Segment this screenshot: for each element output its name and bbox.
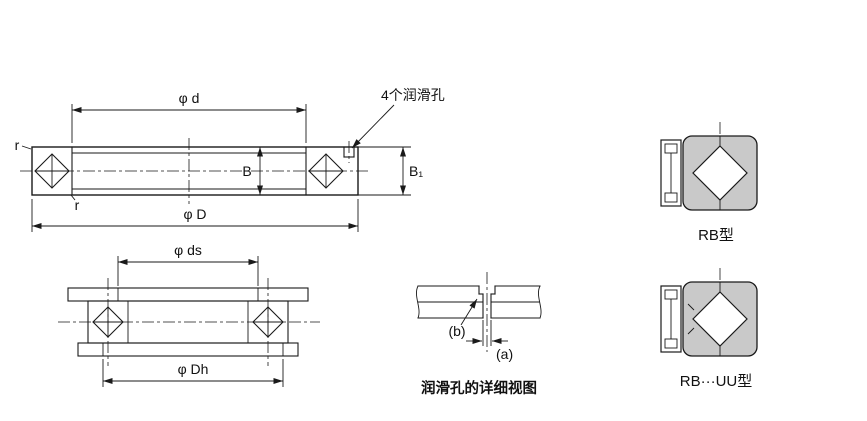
- rb-inner-ring-strip: [660, 139, 682, 207]
- phi-ds-label: φ ds: [174, 242, 202, 258]
- dim-b: (b): [448, 298, 478, 339]
- mount-right-roller: [252, 306, 284, 338]
- rb-type-label: RB型: [698, 227, 734, 244]
- B-label: B: [242, 163, 251, 179]
- fillet-r-bottom: r: [70, 194, 80, 213]
- B1-label: B₁: [409, 163, 423, 179]
- rb-uu-roller: [692, 291, 748, 347]
- lubrication-note: 4个润滑孔: [351, 87, 445, 149]
- main-sectional-view: φ d 4个润滑孔 φ D B B₁ r r: [15, 87, 445, 232]
- phi-d-label: φ d: [179, 90, 200, 106]
- ring-wall-section: [416, 285, 542, 319]
- fillet-r-top: r: [15, 137, 32, 153]
- detail-b-label: (b): [448, 323, 465, 339]
- dim-phi-D: φ D: [31, 199, 359, 232]
- phi-Dh-label: φ Dh: [178, 361, 209, 377]
- rb-uu-inner-ring-strip: [660, 285, 682, 353]
- mounted-sectional-view: φ ds φ Dh: [58, 242, 320, 387]
- r-bottom-label: r: [75, 197, 80, 213]
- main-centerlines: [20, 138, 370, 204]
- upper-clamp-ring: [67, 287, 309, 302]
- dim-B1: B₁: [358, 146, 423, 196]
- lubrication-hole-notch: [343, 141, 355, 163]
- dim-phi-d: φ d: [71, 90, 307, 143]
- rb-uu-type-section-view: RB···UU型: [660, 268, 758, 390]
- dim-B: B: [242, 147, 263, 195]
- mount-left-roller: [92, 306, 124, 338]
- dim-a: (a): [466, 320, 513, 362]
- lubrication-holes-label: 4个润滑孔: [381, 87, 445, 103]
- dim-phi-Dh: φ Dh: [102, 359, 284, 387]
- lubrication-hole-detail-view: (b) (a) 润滑孔的详细视图: [416, 272, 542, 397]
- rb-uu-type-label: RB···UU型: [680, 373, 753, 390]
- hole-profile: [478, 272, 496, 352]
- rb-uu-seals: [687, 303, 695, 335]
- lower-housing-ring: [77, 342, 299, 357]
- rb-type-section-view: RB型: [660, 122, 758, 244]
- detail-a-label: (a): [496, 346, 513, 362]
- dim-phi-ds: φ ds: [117, 242, 259, 286]
- r-top-label: r: [15, 137, 20, 153]
- rb-roller: [692, 145, 748, 201]
- phi-D-label: φ D: [183, 206, 206, 222]
- detail-caption: 润滑孔的详细视图: [421, 379, 537, 397]
